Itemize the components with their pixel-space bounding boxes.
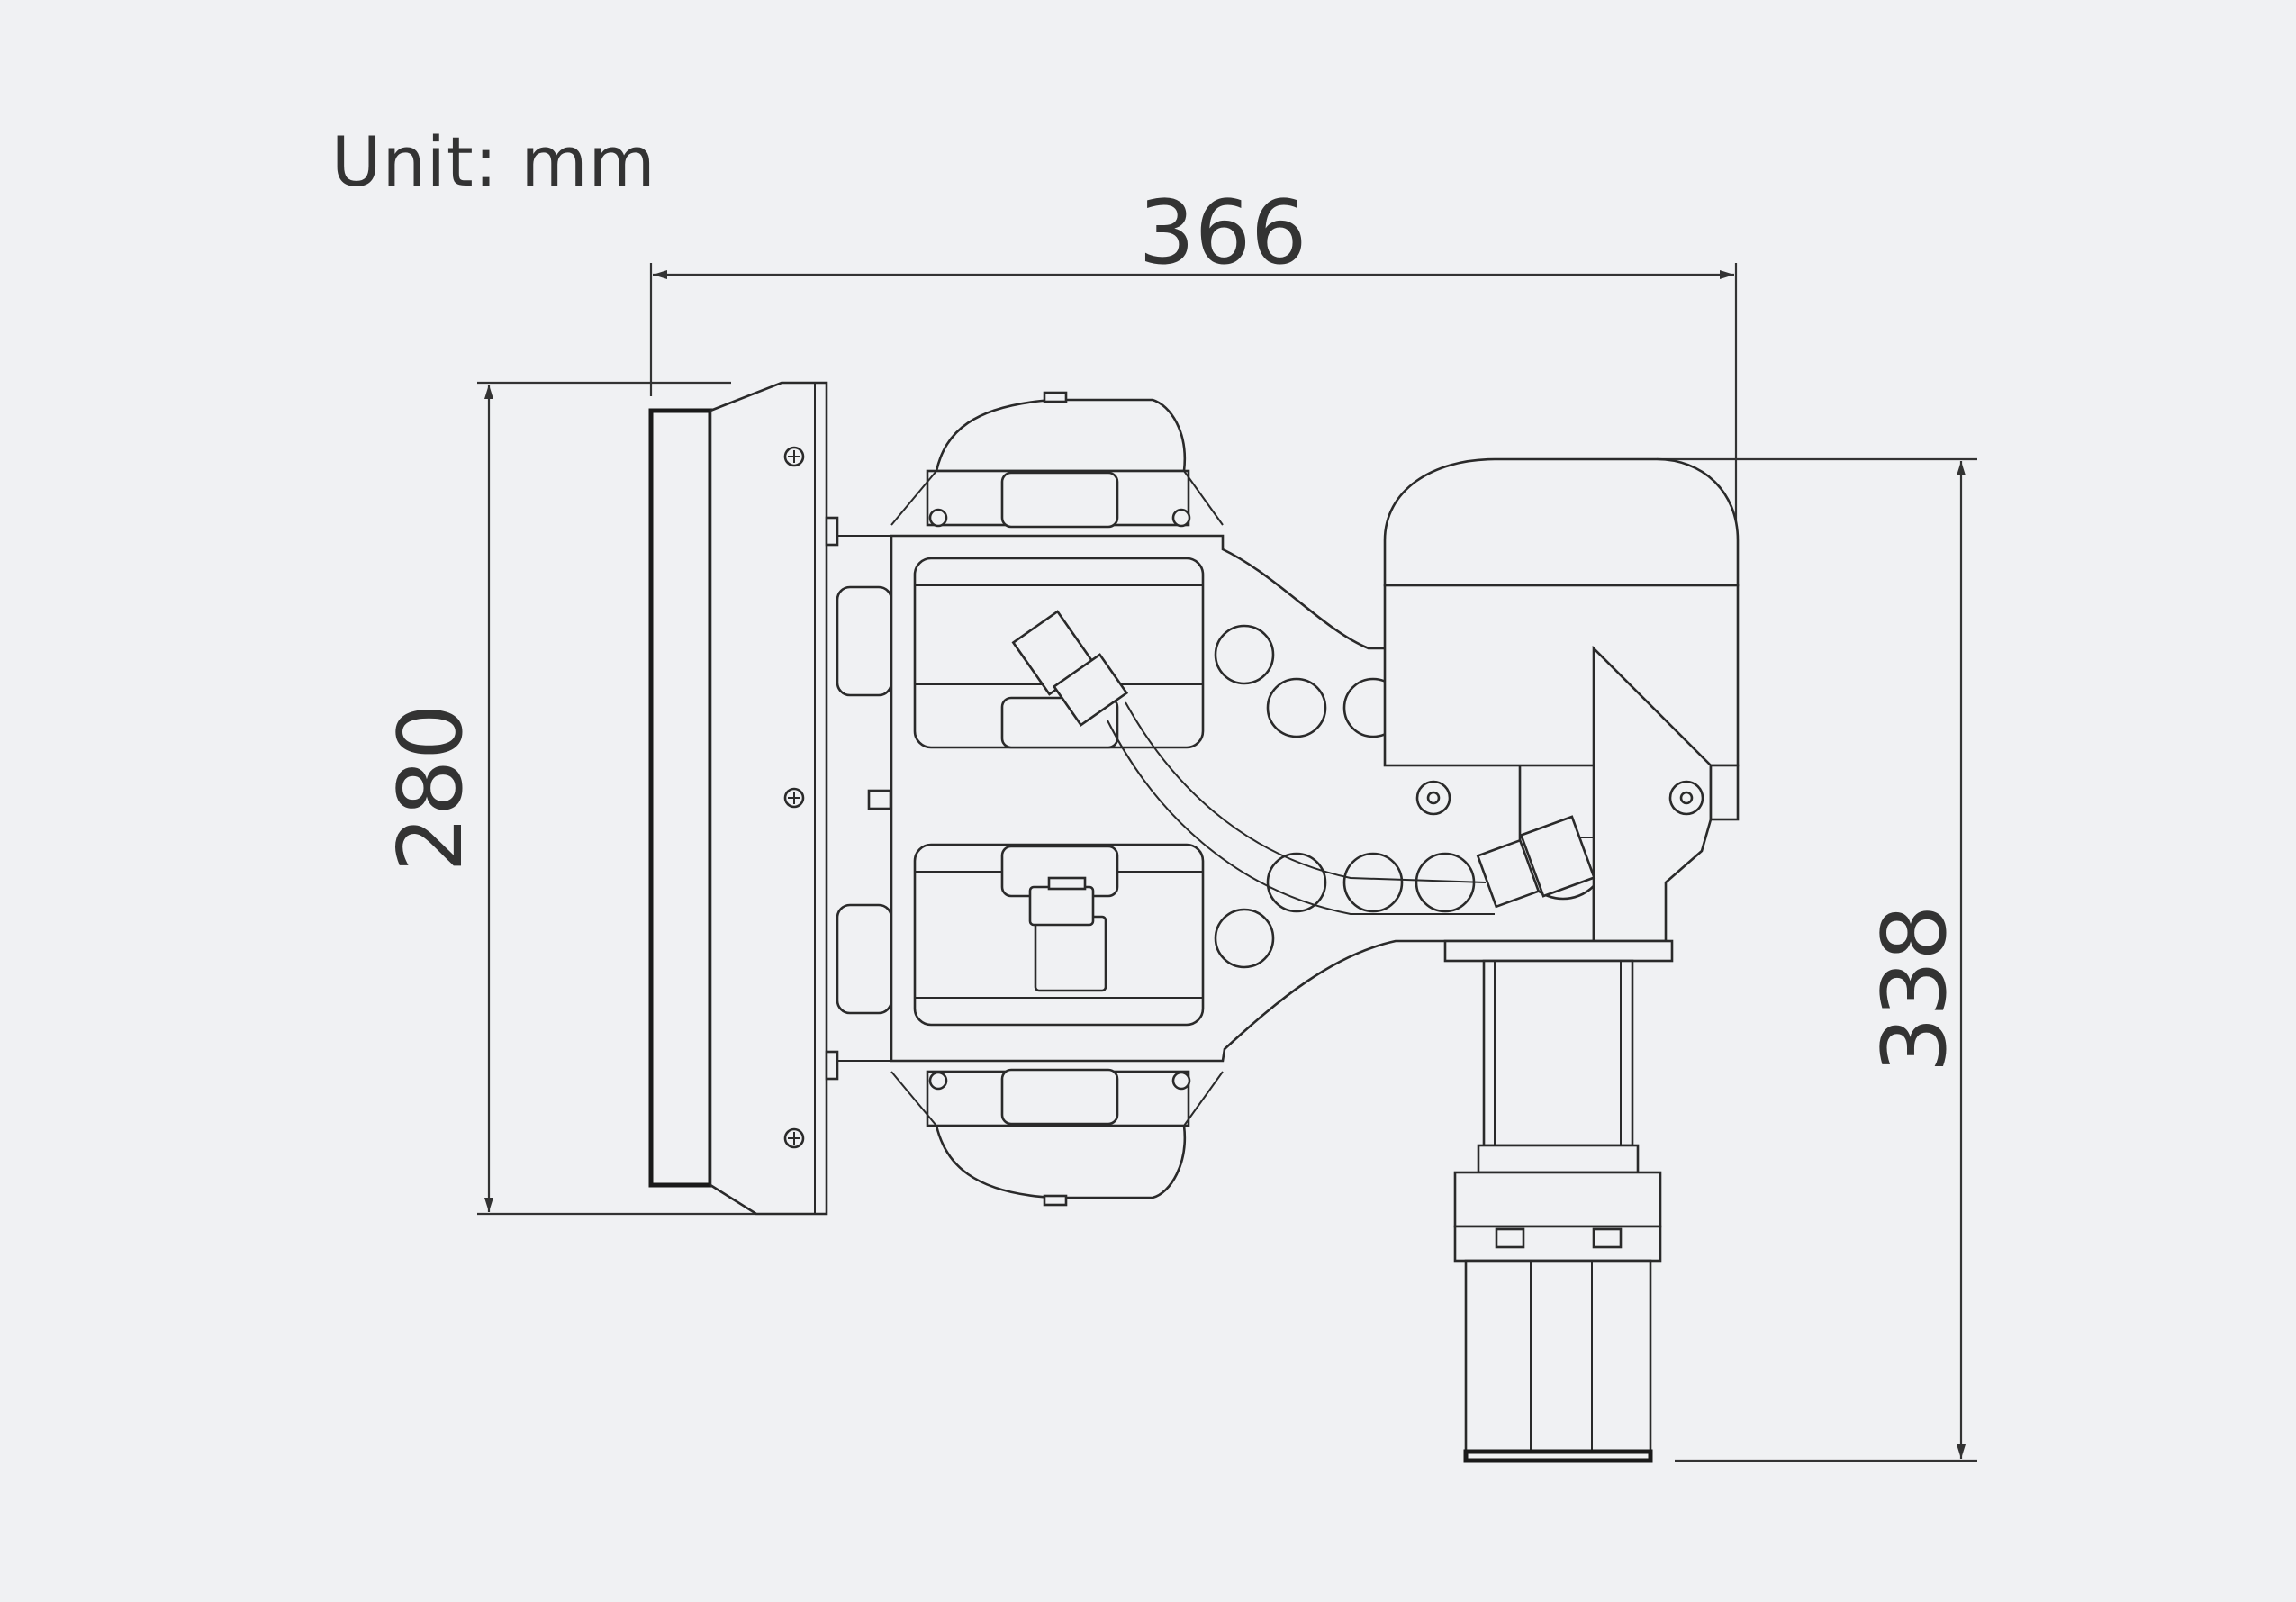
dimension-mount-height: 280 (380, 381, 756, 1216)
cable-hose (1011, 610, 1596, 915)
shaft-base (1443, 939, 1674, 1463)
unit-label: Unit: mm (331, 122, 656, 202)
mounting-plate (648, 381, 828, 1216)
upper-clamp (890, 391, 1224, 749)
screw-top-icon (783, 446, 805, 467)
dimension-width: 366 (649, 182, 1738, 522)
screw-bottom-icon (783, 1127, 805, 1149)
mount-height-value: 280 (380, 703, 483, 872)
total-height-value: 338 (1864, 904, 1966, 1073)
motor-housing (1383, 457, 1740, 943)
screw-middle-icon (783, 787, 805, 809)
width-value: 366 (1138, 182, 1306, 285)
bracket-connectors (825, 516, 893, 1081)
dimension-total-height: 338 (1657, 457, 1977, 1462)
lower-clamp (890, 843, 1224, 1207)
